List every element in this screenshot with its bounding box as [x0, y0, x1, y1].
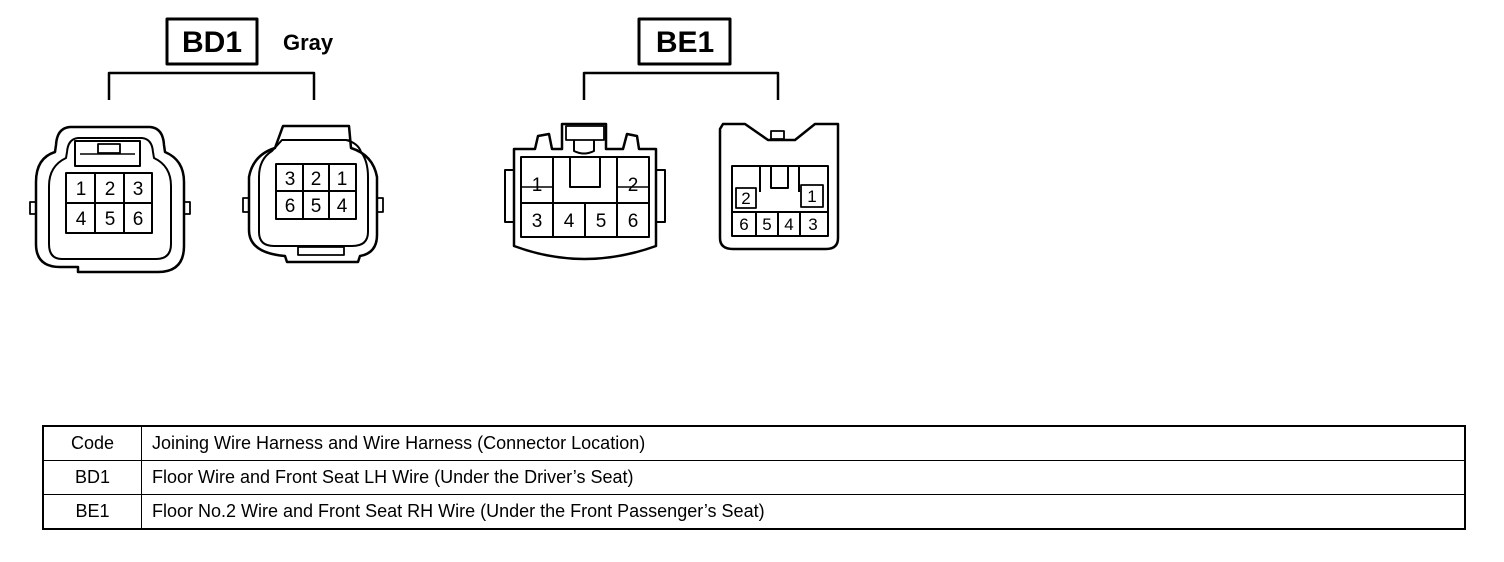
bd1-color-label: Gray — [283, 30, 334, 55]
bd1-right-pin: 1 — [337, 169, 348, 190]
table-header-row: Code Joining Wire Harness and Wire Harne… — [42, 425, 1466, 461]
bd1-code-label: BD1 — [182, 26, 242, 59]
be1-right-pin: 5 — [762, 215, 771, 234]
connector-location-table: Code Joining Wire Harness and Wire Harne… — [42, 425, 1466, 530]
be1-left-pin: 5 — [596, 211, 607, 232]
table-header-code: Code — [42, 425, 142, 461]
be1-left-pin: 3 — [532, 211, 543, 232]
be1-bracket — [582, 71, 780, 100]
table-cell-location: Floor No.2 Wire and Front Seat RH Wire (… — [141, 494, 1466, 530]
bd1-bracket — [107, 71, 316, 100]
be1-right-pin: 6 — [739, 215, 748, 234]
bd1-code-box — [165, 17, 259, 66]
bd1-left-pin: 1 — [76, 179, 87, 200]
be1-right-connector — [718, 122, 840, 251]
bd1-left-pin: 5 — [105, 209, 116, 230]
be1-code-label: BE1 — [656, 26, 714, 59]
bd1-right-pin: 4 — [337, 196, 348, 217]
bd1-right-pin: 2 — [311, 169, 322, 190]
table-row: BE1 Floor No.2 Wire and Front Seat RH Wi… — [42, 494, 1466, 530]
be1-left-pin: 6 — [628, 211, 639, 232]
table-header-location: Joining Wire Harness and Wire Harness (C… — [141, 425, 1466, 461]
be1-left-connector — [504, 122, 666, 261]
be1-left-pin: 2 — [628, 175, 639, 196]
bd1-right-pin: 5 — [311, 196, 322, 217]
bd1-label-group — [165, 17, 259, 66]
be1-code-box — [637, 17, 732, 66]
table-cell-location: Floor Wire and Front Seat LH Wire (Under… — [141, 460, 1466, 495]
be1-left-pin: 4 — [564, 211, 575, 232]
connector-diagram: BD1 Gray BE1 1 2 3 4 5 6 3 2 1 6 5 4 1 2… — [29, 17, 840, 274]
bd1-right-pin: 6 — [285, 196, 296, 217]
be1-left-pin: 1 — [532, 175, 543, 196]
be1-right-pin: 4 — [784, 215, 793, 234]
bd1-left-pin: 6 — [133, 209, 144, 230]
bd1-left-pin: 3 — [133, 179, 144, 200]
table-row: BD1 Floor Wire and Front Seat LH Wire (U… — [42, 460, 1466, 495]
be1-right-pin: 3 — [808, 215, 817, 234]
bd1-right-connector — [242, 124, 384, 264]
table-cell-code: BE1 — [42, 494, 142, 530]
bd1-right-pin: 3 — [285, 169, 296, 190]
bd1-left-pin: 4 — [76, 209, 87, 230]
bd1-left-pin: 2 — [105, 179, 116, 200]
bd1-left-connector — [29, 125, 191, 274]
be1-right-pin: 2 — [741, 189, 750, 208]
table-cell-code: BD1 — [42, 460, 142, 495]
be1-right-pin: 1 — [807, 187, 816, 206]
